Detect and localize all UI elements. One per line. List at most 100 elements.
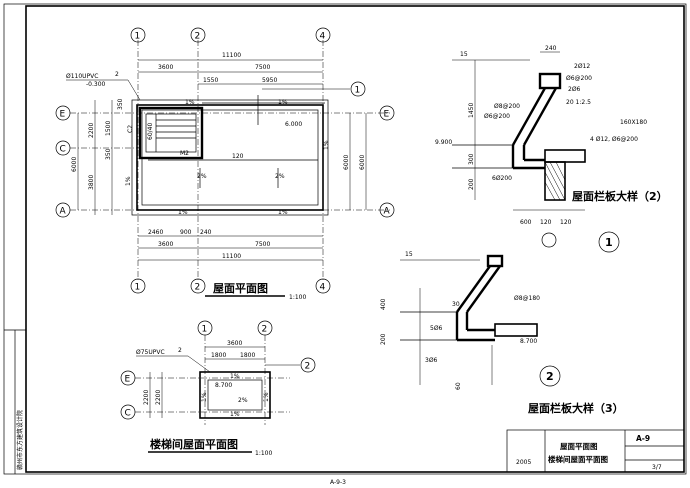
sheet-id: A-9: [636, 434, 650, 443]
roof-plan: 1 2 4 1 2 4 E C A E A 11100 3600 7500 15…: [55, 27, 395, 301]
axis-label: 1: [202, 325, 208, 335]
dim-text: 2200: [88, 123, 95, 138]
axis-label: 2: [262, 325, 268, 335]
axis-bubble-A-right: [379, 202, 395, 218]
axis-label: E: [60, 110, 66, 120]
dim-text: 7500: [255, 64, 270, 71]
dim-text: 6000: [71, 157, 78, 172]
parapet-detail-2: 15 240 1450 300 200 2Ø12 Ø6@200 2Ø6 20 1…: [435, 45, 668, 253]
detail-label: 400: [380, 298, 387, 310]
section-mark-label: 2: [305, 362, 311, 372]
stair-side-dim: 60/40: [147, 123, 154, 140]
stair-roof-plan: 1 2 E C 3600 1800 1800 Ø75UPVC 2 2 8.700…: [120, 320, 316, 457]
detail-circle-1: [598, 231, 620, 253]
detail-label: Ø6@200: [566, 75, 592, 82]
section-mark-2: [300, 357, 316, 373]
center-slope: 2%: [238, 397, 248, 404]
section-mark-label: 1: [355, 86, 361, 96]
coping-beam: [538, 72, 562, 90]
detail-label: Ø8@200: [494, 103, 520, 110]
dim-text: 900: [180, 229, 192, 236]
slope-label: 1%: [278, 99, 288, 106]
slope-label: 1%: [323, 140, 330, 150]
dim-text: 3600: [158, 241, 173, 248]
dim-text: 1800: [240, 352, 255, 359]
dim-text: 6000: [343, 155, 350, 170]
axis-bubble-4-bottom: [315, 278, 331, 294]
institute-name: 赣州市东方建筑设计院: [16, 410, 24, 470]
detail-label: 2Ø6: [568, 86, 581, 93]
dim-text: 1550: [203, 77, 218, 84]
dim-text: 350: [117, 98, 124, 110]
axis-label: 1: [135, 32, 141, 42]
slope-label: 1%: [185, 99, 195, 106]
drain-label: Ø75UPVC: [136, 349, 165, 356]
axis-label: 4: [320, 283, 326, 293]
axis-bubble-1-bottom: [130, 278, 146, 294]
detail-label: 60: [455, 382, 462, 390]
detail-label: 4 Ø12, Ø6@200: [590, 136, 638, 143]
detail-3-title: 屋面栏板大样（3）: [528, 401, 624, 415]
detail-label: 300: [468, 153, 475, 165]
axis-label: 1: [135, 283, 141, 293]
outer-frame: [3, 3, 687, 475]
detail-label: 6Ø200: [492, 175, 512, 182]
axis-label: A: [384, 207, 391, 217]
stair-plan-scale: 1:100: [255, 450, 272, 457]
axis-bubble-1-top: [130, 27, 146, 43]
dim-text: 3600: [227, 340, 242, 347]
stair-roof-level: 8.700: [215, 382, 232, 389]
axis-bubble-2-top: [190, 27, 206, 43]
detail-label: 200: [380, 333, 387, 345]
roof-level: 6.000: [285, 121, 302, 128]
detail-label: 20 1:2.5: [566, 99, 591, 106]
slope-label: 1%: [278, 209, 288, 216]
detail-label: 8.700: [520, 338, 537, 345]
title-block: 2005 屋面平面图 楼梯间屋面平面图 A-9 3/7: [506, 429, 685, 473]
detail-label: 600: [520, 219, 532, 226]
axis-label: A: [60, 207, 67, 217]
slope-label: 1%: [178, 209, 188, 216]
detail-2-title: 屋面栏板大样（2）: [572, 189, 668, 203]
stair-roof-inner: [207, 379, 263, 411]
detail-circle-2: [539, 365, 561, 387]
detail-label: 9.900: [435, 139, 452, 146]
axis-bubble-2-bottom: [190, 278, 206, 294]
axis-bubble-1: [197, 320, 213, 336]
slope-label: 1%: [230, 411, 240, 418]
axis-label: E: [384, 110, 390, 120]
area-slope: 2%: [197, 173, 207, 180]
roof-plan-scale: 1:100: [289, 294, 306, 301]
detail-label: Ø8@180: [514, 295, 540, 302]
axis-bubble-E-left: [55, 105, 71, 121]
sheet-bottom-label: A-9-3: [330, 479, 346, 486]
detail-label: 120: [540, 219, 552, 226]
axis-bubble-A-left: [55, 202, 71, 218]
inner-frame: [25, 5, 685, 473]
parapet: [136, 104, 324, 211]
detail-label: 200: [468, 178, 475, 190]
title-block-line-2: 楼梯间屋面平面图: [548, 454, 608, 464]
drain-label: Ø110UPVC: [66, 73, 98, 80]
dim-text: 11100: [222, 52, 241, 59]
stair-room: [138, 106, 204, 160]
dim-text: 11100: [222, 253, 241, 260]
dim-text: 6000: [359, 155, 366, 170]
detail-label: 2Ø12: [574, 63, 590, 70]
axis-label: 2: [195, 32, 201, 42]
drain-count: 2: [115, 71, 119, 78]
dim-text: 7500: [255, 241, 270, 248]
detail-circle-label: 2: [546, 370, 554, 383]
slope-label: 1%: [263, 392, 270, 402]
coping-beam: [486, 254, 504, 268]
axis-bubble-C-left: [55, 140, 71, 156]
detail-label: 3Ø6: [425, 357, 438, 364]
axis-label: 2: [195, 283, 201, 293]
detail-label: 30: [452, 301, 460, 308]
detail-circle-label: 1: [605, 236, 613, 249]
door-label: M2: [180, 150, 189, 157]
dim-text: 2460: [148, 229, 163, 236]
axis-label: E: [125, 375, 131, 385]
roof-plan-title: 屋面平面图: [213, 282, 268, 295]
